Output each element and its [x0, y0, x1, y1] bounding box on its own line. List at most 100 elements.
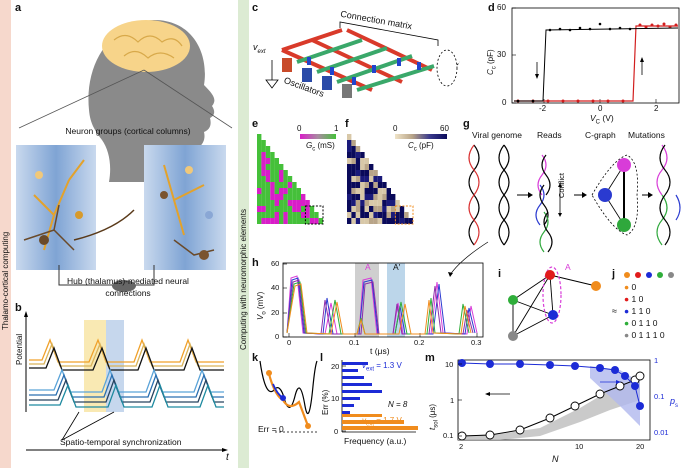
- heatmap-cell: [283, 218, 288, 224]
- heatmap-cell: [265, 158, 271, 164]
- heatmap-cell: [279, 218, 284, 224]
- heatmap-cell: [351, 182, 356, 188]
- heatmap-cell: [369, 182, 374, 188]
- heatmap-cell: [270, 176, 275, 182]
- heatmap-cell: [347, 206, 352, 212]
- heatmap-cell: [377, 212, 383, 218]
- heatmap-cell: [261, 158, 266, 164]
- heatmap-cell: [292, 194, 297, 200]
- heatmap-cell: [360, 212, 365, 218]
- brain-shape: [102, 20, 190, 72]
- panel-l-ytick-20: 20: [331, 362, 340, 371]
- panel-m-chart: [457, 359, 651, 441]
- heatmap-cell: [296, 218, 301, 224]
- heatmap-cell: [287, 206, 293, 212]
- heatmap-cell: [257, 134, 262, 140]
- panel-c-label: c: [252, 2, 259, 14]
- heatmap-cell: [265, 206, 271, 212]
- panel-d-xtick-0: 0: [598, 104, 603, 113]
- panel-m-xtick-2: 2: [459, 442, 464, 451]
- heatmap-cell: [347, 164, 352, 170]
- heatmap-cell: [347, 212, 352, 218]
- heatmap-cell: [257, 194, 262, 200]
- heatmap-cell: [369, 170, 374, 176]
- panel-h-ytick-40: 40: [271, 283, 280, 292]
- heatmap-cell: [364, 164, 369, 170]
- heatmap-cell: [360, 206, 365, 212]
- panel-e-cbar-label: Gc (mS): [306, 141, 335, 153]
- panel-l-label: l: [320, 352, 324, 364]
- panel-l-xlabel: Frequency (a.u.): [344, 436, 407, 446]
- heatmap-cell: [279, 194, 284, 200]
- heatmap-cell: [305, 206, 310, 212]
- heatmap-cell: [382, 188, 387, 194]
- vext-label: vext: [253, 42, 266, 55]
- panel-d-xtick-2: 2: [654, 104, 659, 113]
- heatmap-cell: [382, 218, 387, 224]
- heatmap-cell: [373, 218, 378, 224]
- panel-h-ylabel: Vo (mV): [256, 291, 268, 320]
- hub-caption-line1: Hub (thalamus)-mediated neural: [67, 276, 189, 286]
- heatmap-cell: [351, 158, 356, 164]
- heatmap-cell: [274, 158, 279, 164]
- panel-k-landscape: [259, 360, 318, 433]
- heatmap-cell: [373, 188, 378, 194]
- heatmap-cell: [265, 146, 271, 152]
- heatmap-cell: [265, 218, 271, 224]
- heatmap-cell: [382, 194, 387, 200]
- heatmap-cell: [270, 218, 275, 224]
- heatmap-cell: [261, 188, 266, 194]
- panel-k-label: k: [252, 352, 259, 364]
- heatmap-cell: [287, 176, 293, 182]
- panel-m-y2label: ps: [670, 396, 679, 409]
- heatmap-cell: [360, 200, 365, 206]
- heatmap-cell: [257, 140, 262, 146]
- panel-l-chart: [341, 360, 418, 433]
- panel-l-v17: vext = 1.7 V: [362, 416, 402, 428]
- heatmap-cell: [283, 170, 288, 176]
- heatmap-cell: [351, 176, 356, 182]
- heatmap-cell: [274, 182, 279, 188]
- heatmap-cell: [351, 164, 356, 170]
- panel-b-ylabel: Potential: [15, 333, 24, 365]
- heatmap-cell: [274, 170, 279, 176]
- heatmap-cell: [395, 218, 400, 224]
- heatmap-cell: [301, 212, 306, 218]
- panel-h-ytick-20: 20: [271, 308, 280, 317]
- panel-e-heatmap: [257, 134, 324, 225]
- heatmap-cell: [274, 176, 279, 182]
- heatmap-cell: [287, 200, 293, 206]
- heatmap-cell: [283, 188, 288, 194]
- panel-j-approx: ≈: [612, 306, 617, 316]
- heatmap-cell: [386, 188, 391, 194]
- heatmap-cell: [355, 164, 361, 170]
- heatmap-cell: [399, 218, 405, 224]
- heatmap-cell: [274, 218, 279, 224]
- heatmap-cell: [301, 194, 306, 200]
- heatmap-cell: [309, 212, 315, 218]
- heatmap-cell: [377, 218, 383, 224]
- heatmap-cell: [369, 200, 374, 206]
- heatmap-cell: [257, 206, 262, 212]
- heatmap-cell: [347, 194, 352, 200]
- neuron-groups-caption: Neuron groups (cortical columns): [65, 126, 191, 136]
- cortical-column-right: [144, 145, 226, 270]
- heatmap-cell: [377, 188, 383, 194]
- panel-m-xtick-10: 10: [575, 442, 584, 451]
- panel-j-dots: [624, 272, 674, 278]
- heatmap-cell: [257, 182, 262, 188]
- heatmap-cell: [373, 176, 378, 182]
- heatmap-cell: [265, 152, 271, 158]
- cgraph-label: C-graph: [585, 130, 616, 140]
- heatmap-cell: [386, 200, 391, 206]
- heatmap-cell: [265, 170, 271, 176]
- heatmap-cell: [391, 218, 396, 224]
- heatmap-cell: [296, 188, 301, 194]
- panel-d-ytick-0: 0: [502, 98, 507, 107]
- panel-d-ytick-30: 30: [497, 50, 506, 59]
- heatmap-cell: [377, 206, 383, 212]
- heatmap-cell: [404, 212, 409, 218]
- heatmap-cell: [261, 176, 266, 182]
- region-A-prime-label: A′: [393, 262, 401, 272]
- heatmap-cell: [369, 188, 374, 194]
